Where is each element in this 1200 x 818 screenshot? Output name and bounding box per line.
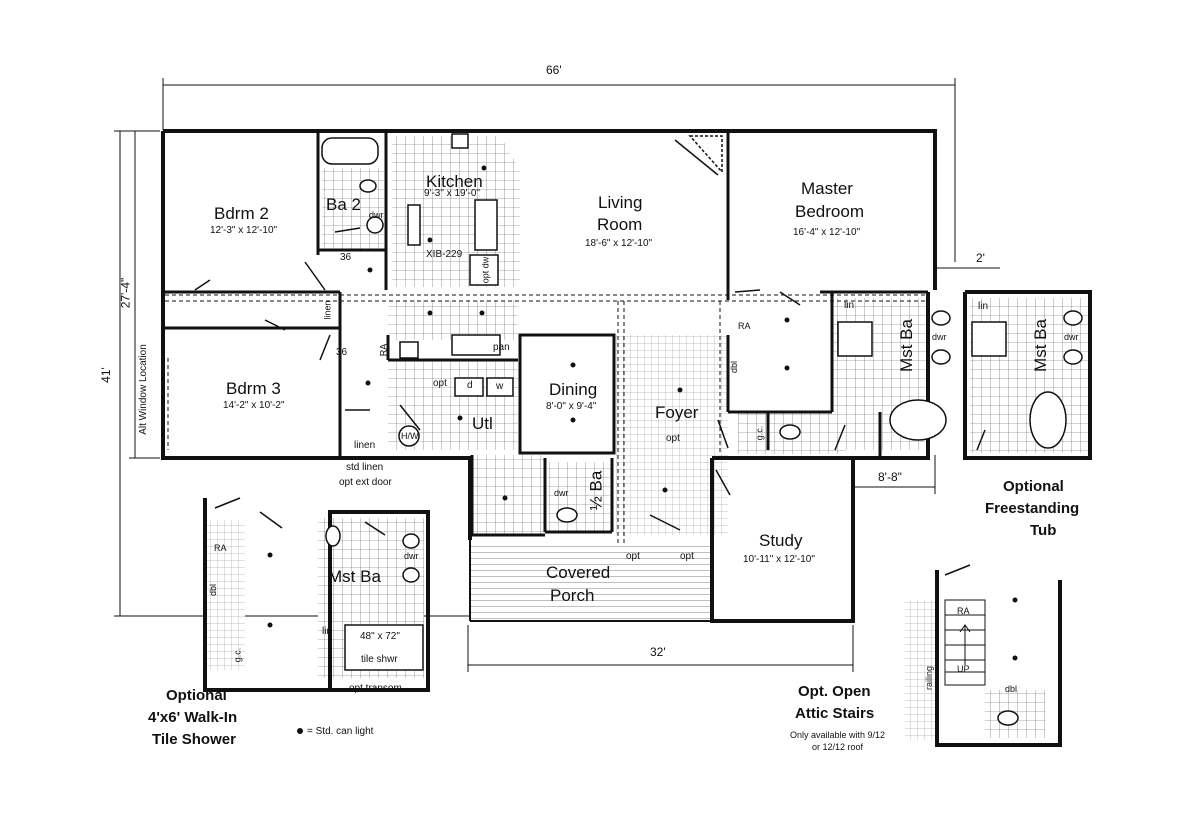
ws-mst-ba-name: Mst Ba — [328, 567, 381, 586]
bdrm2-size: 12'-3" x 12'-10" — [210, 225, 278, 236]
half-ba-name: ½ Ba — [586, 470, 606, 511]
linen-label-1: linen — [354, 440, 376, 451]
freestanding-title-3: Tub — [1030, 522, 1057, 539]
hw-label: H/W — [401, 431, 419, 441]
attic-note-1: Only available with 9/12 — [790, 730, 886, 740]
ws-opt-transom: opt transom — [349, 683, 402, 694]
porch-name-1: Covered — [546, 563, 611, 582]
bdrm3-size: 14'-2" x 10'-2" — [223, 400, 285, 411]
linen-label-2: linen — [322, 300, 333, 320]
tiled-floors — [205, 136, 1088, 740]
can-lights — [267, 165, 1018, 734]
utl-opt-label: opt — [433, 378, 447, 389]
ws-shower-size: 48" x 72" — [360, 631, 400, 642]
walkin-title-1: Optional — [166, 687, 227, 704]
ba2-dwr: dwr — [369, 210, 384, 220]
foyer-name: Foyer — [655, 403, 699, 422]
mst-dwr-label: dwr — [932, 332, 947, 342]
mst-ba-name: Mst Ba — [896, 319, 916, 372]
lin-label-master: lin — [844, 300, 855, 311]
washer-label: w — [496, 381, 504, 392]
kitchen-size: 9'-3" x 19'-0" — [424, 188, 480, 199]
interior-walls — [163, 131, 928, 537]
overall-width-label: 66' — [546, 63, 562, 77]
ws-gc-label: g.c. — [232, 647, 243, 663]
alt-window-label: Alt Window Location — [137, 344, 149, 435]
ws-dbl-label: dbl — [208, 583, 219, 597]
ws-dwr-label: dwr — [404, 551, 419, 561]
opt-dw-label: opt dw — [480, 256, 491, 284]
walkin-title-3: Tile Shower — [152, 731, 236, 748]
alt-dwr-label: dwr — [1064, 332, 1079, 342]
attic-ra-label: RA — [957, 606, 970, 616]
attic-stairs — [944, 599, 986, 686]
attic-title-1: Opt. Open — [798, 683, 871, 700]
half-ba-dwr: dwr — [554, 488, 569, 498]
n36-label-1: 36 — [340, 252, 352, 263]
porch-name-2: Porch — [550, 586, 595, 605]
std-linen-label: std linen — [346, 462, 384, 473]
utl-name: Utl — [472, 414, 493, 433]
ws-shower-label: tile shwr — [361, 654, 398, 665]
beam-lines — [165, 294, 930, 545]
attic-title-2: Attic Stairs — [795, 705, 875, 722]
n36-label-2: 36 — [336, 347, 348, 358]
bdrm2-name: Bdrm 2 — [214, 204, 269, 223]
attic-dbl-label: dbl — [1005, 684, 1018, 694]
alt-mst-ba-name: Mst Ba — [1030, 319, 1050, 372]
porch-opt-label-2: opt — [680, 551, 694, 562]
ws-ra-label: RA — [214, 543, 227, 553]
living-name-2: Room — [597, 215, 643, 234]
alt-lin-label: lin — [978, 301, 989, 312]
dbl-label-master: dbl — [729, 360, 740, 374]
walkin-title-2: 4'x6' Walk-In — [148, 709, 238, 726]
dimension-lines — [114, 78, 1000, 672]
opt-ext-door-label: opt ext door — [339, 477, 392, 488]
pan-label: pan — [493, 342, 510, 353]
master-name-2: Bedroom — [795, 202, 864, 221]
exterior-walls — [161, 129, 1092, 747]
porch-opt-label-1: opt — [626, 551, 640, 562]
study-name: Study — [759, 531, 803, 550]
living-size: 18'-6" x 12'-10" — [585, 238, 653, 249]
legend-text: = Std. can light — [307, 726, 374, 737]
xib-label: XIB-229 — [426, 249, 463, 260]
living-name-1: Living — [598, 193, 643, 212]
ra-label-master: RA — [738, 321, 751, 331]
offset-8-8-label: 8'-8" — [878, 470, 902, 484]
overall-depth-label: 41' — [98, 367, 113, 383]
ra-label-hall: RA — [378, 343, 389, 357]
railing-label: railing — [924, 665, 935, 691]
freestanding-title-2: Freestanding — [985, 500, 1080, 517]
master-size: 16'-4" x 12'-10" — [793, 227, 861, 238]
offset-2-label: 2' — [976, 251, 985, 265]
attic-up-label: UP — [957, 664, 970, 674]
foyer-opt-label: opt — [666, 433, 680, 444]
ws-lin-label: lin — [322, 626, 333, 637]
freestanding-title-1: Optional — [1003, 478, 1064, 495]
porch-width-label: 32' — [650, 645, 666, 659]
kitchen-name: Kitchen — [426, 172, 483, 191]
study-size: 10'-11" x 12'-10" — [743, 554, 815, 565]
left-depth-label: 27'-4" — [118, 277, 133, 309]
fixtures — [321, 133, 1083, 726]
dining-size: 8'-0" x 9'-4" — [546, 401, 597, 412]
fireplace — [688, 135, 723, 174]
dryer-label: d — [467, 380, 473, 391]
bdrm3-name: Bdrm 3 — [226, 379, 281, 398]
ba2-name: Ba 2 — [326, 195, 361, 214]
gc-label-master: g.c. — [754, 425, 765, 441]
master-name-1: Master — [801, 179, 853, 198]
attic-note-2: or 12/12 roof — [812, 742, 864, 752]
dining-name: Dining — [549, 380, 598, 399]
door-swings — [194, 139, 986, 576]
